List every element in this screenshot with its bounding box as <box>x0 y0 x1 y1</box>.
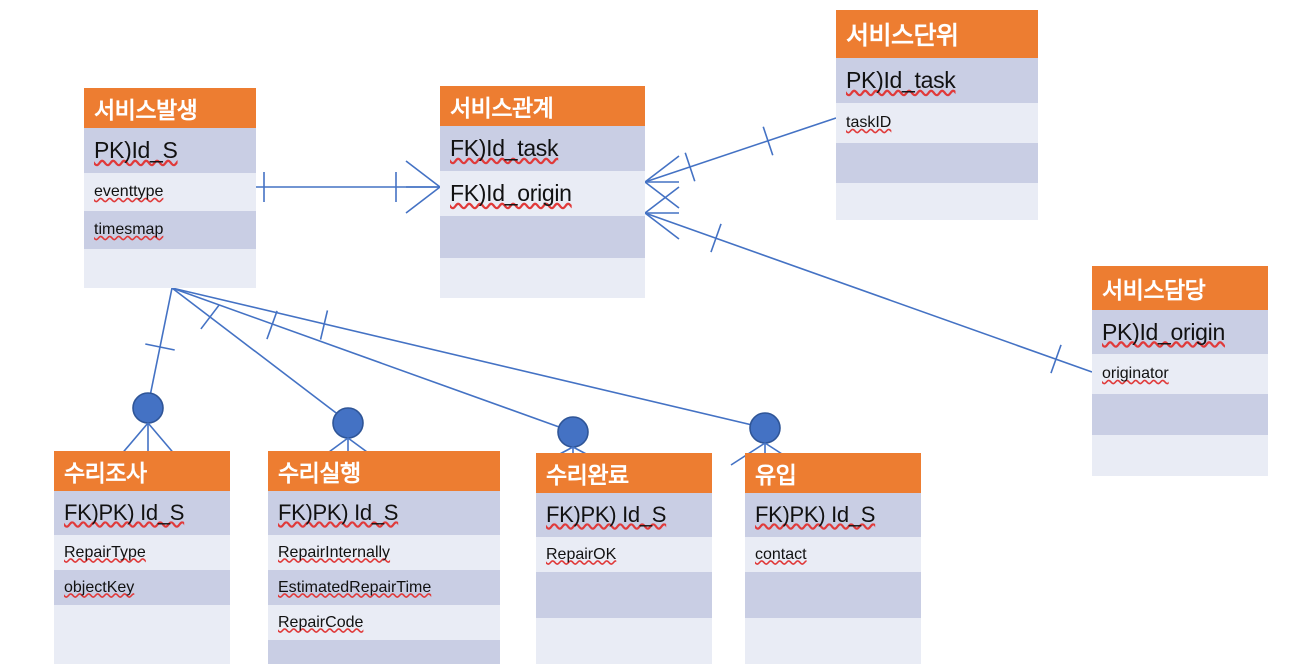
cardinality-tick-relation-to-unit-0 <box>684 152 696 182</box>
attribute-label: RepairType <box>64 543 146 561</box>
attribute-label: FK)PK) Id_S <box>546 502 667 527</box>
entity-service_owner[interactable]: 서비스담당 PK)Id_origin originator <box>1092 266 1268 476</box>
entity-header-repair_execute: 수리실행 <box>268 451 500 491</box>
attribute-label: RepairInternally <box>278 543 391 561</box>
entity-attribute: PK)Id_origin <box>1092 310 1268 354</box>
entity-attribute: PK)Id_task <box>836 58 1038 103</box>
entity-empty-row <box>54 605 230 664</box>
attribute-label: EstimatedRepairTime <box>278 578 432 596</box>
entity-service_unit[interactable]: 서비스단위 PK)Id_task taskID <box>836 10 1038 220</box>
entity-empty-row <box>84 249 256 288</box>
attribute-label: objectKey <box>64 578 135 596</box>
entity-empty-row <box>1092 435 1268 476</box>
cardinality-tick-event-to-inflow-0 <box>319 310 329 340</box>
entity-attribute: originator <box>1092 354 1268 394</box>
entity-attribute: RepairCode <box>268 605 500 640</box>
subtype-node-event-to-done <box>557 416 589 448</box>
attribute-label: FK)PK) Id_S <box>755 502 876 527</box>
crowsfoot-relation-to-owner-c <box>644 212 680 240</box>
entity-repair_survey[interactable]: 수리조사 FK)PK) Id_S RepairType objectKey <box>54 451 230 664</box>
cardinality-tick-relation-to-owner-0 <box>710 223 722 253</box>
connector-line-event-to-done <box>171 287 574 433</box>
entity-attribute: contact <box>745 537 921 572</box>
entity-empty-row <box>536 618 712 664</box>
entity-empty-row <box>836 143 1038 183</box>
entity-header-repair_survey: 수리조사 <box>54 451 230 491</box>
entity-attribute: FK)Id_task <box>440 126 645 171</box>
entity-attribute: RepairOK <box>536 537 712 572</box>
crowsfoot-event-to-relation-a <box>405 160 441 188</box>
cardinality-tick-relation-to-owner-1 <box>1050 344 1062 374</box>
entity-attribute: taskID <box>836 103 1038 143</box>
relationship-event-to-survey <box>113 287 183 464</box>
attribute-label: timesmap <box>94 221 164 238</box>
entity-empty-row <box>745 572 921 618</box>
entity-attribute: RepairType <box>54 535 230 570</box>
cardinality-tick-event-to-survey-0 <box>145 343 175 351</box>
entity-service_event[interactable]: 서비스발생 PK)Id_S eventtype timesmap <box>84 88 256 288</box>
attribute-label: RepairOK <box>546 545 617 563</box>
attribute-label: contact <box>755 545 807 563</box>
crowsfoot-relation-to-unit-c <box>644 181 680 209</box>
cardinality-tick-relation-to-unit-1 <box>762 126 774 156</box>
relationship-event-to-execute <box>171 287 383 464</box>
connector-line-event-to-execute <box>171 287 349 423</box>
relationship-event-to-inflow <box>171 287 800 466</box>
attribute-label: FK)Id_task <box>450 135 559 161</box>
entity-header-service_event: 서비스발생 <box>84 88 256 128</box>
attribute-label: eventtype <box>94 183 164 200</box>
cardinality-tick-event-to-execute-0 <box>200 304 220 330</box>
entity-attribute: FK)PK) Id_S <box>536 493 712 537</box>
entity-attribute: timesmap <box>84 211 256 249</box>
entity-header-inflow: 유입 <box>745 453 921 493</box>
entity-header-service_unit: 서비스단위 <box>836 10 1038 58</box>
subtype-node-event-to-execute <box>332 407 364 439</box>
attribute-label: PK)Id_origin <box>1102 318 1225 345</box>
connector-line-relation-to-unit <box>644 117 837 183</box>
entity-attribute: objectKey <box>54 570 230 605</box>
entity-attribute: eventtype <box>84 173 256 211</box>
entity-header-service_owner: 서비스담당 <box>1092 266 1268 310</box>
entity-empty-row <box>536 572 712 618</box>
subtype-node-event-to-survey <box>132 392 164 424</box>
entity-header-repair_done: 수리완료 <box>536 453 712 493</box>
cardinality-tick-event-to-done-0 <box>266 310 278 340</box>
attribute-label: FK)PK) Id_S <box>278 500 399 525</box>
entity-empty-row <box>268 640 500 664</box>
attribute-label: taskID <box>846 114 892 131</box>
connector-line-event-to-survey <box>147 287 173 407</box>
entity-empty-row <box>1092 394 1268 435</box>
crowsfoot-relation-to-owner-a <box>644 186 680 214</box>
relationship-relation-to-unit <box>644 117 837 209</box>
connector-line-relation-to-owner <box>644 212 1093 373</box>
entity-empty-row <box>440 258 645 298</box>
entity-attribute: RepairInternally <box>268 535 500 570</box>
entity-empty-row <box>836 183 1038 220</box>
entity-attribute: FK)PK) Id_S <box>54 491 230 535</box>
entity-attribute: EstimatedRepairTime <box>268 570 500 605</box>
entity-attribute: PK)Id_S <box>84 128 256 173</box>
attribute-label: RepairCode <box>278 613 364 631</box>
attribute-label: FK)Id_origin <box>450 180 572 206</box>
attribute-label: PK)Id_task <box>846 67 956 93</box>
relationship-event-to-done <box>171 287 608 466</box>
subtype-node-event-to-inflow <box>749 412 781 444</box>
entity-empty-row <box>440 216 645 258</box>
entity-empty-row <box>745 618 921 664</box>
entity-attribute: FK)PK) Id_S <box>745 493 921 537</box>
attribute-label: originator <box>1102 365 1169 382</box>
connector-line-event-to-inflow <box>171 287 766 429</box>
entity-header-service_relation: 서비스관계 <box>440 86 645 126</box>
entity-attribute: FK)PK) Id_S <box>268 491 500 535</box>
attribute-label: FK)PK) Id_S <box>64 500 185 525</box>
attribute-label: PK)Id_S <box>94 137 178 163</box>
relationship-event-to-relation <box>256 160 441 214</box>
entity-repair_done[interactable]: 수리완료 FK)PK) Id_S RepairOK <box>536 453 712 664</box>
crowsfoot-event-to-relation-c <box>405 186 441 214</box>
entity-attribute: FK)Id_origin <box>440 171 645 216</box>
crowsfoot-relation-to-unit-a <box>644 155 680 183</box>
